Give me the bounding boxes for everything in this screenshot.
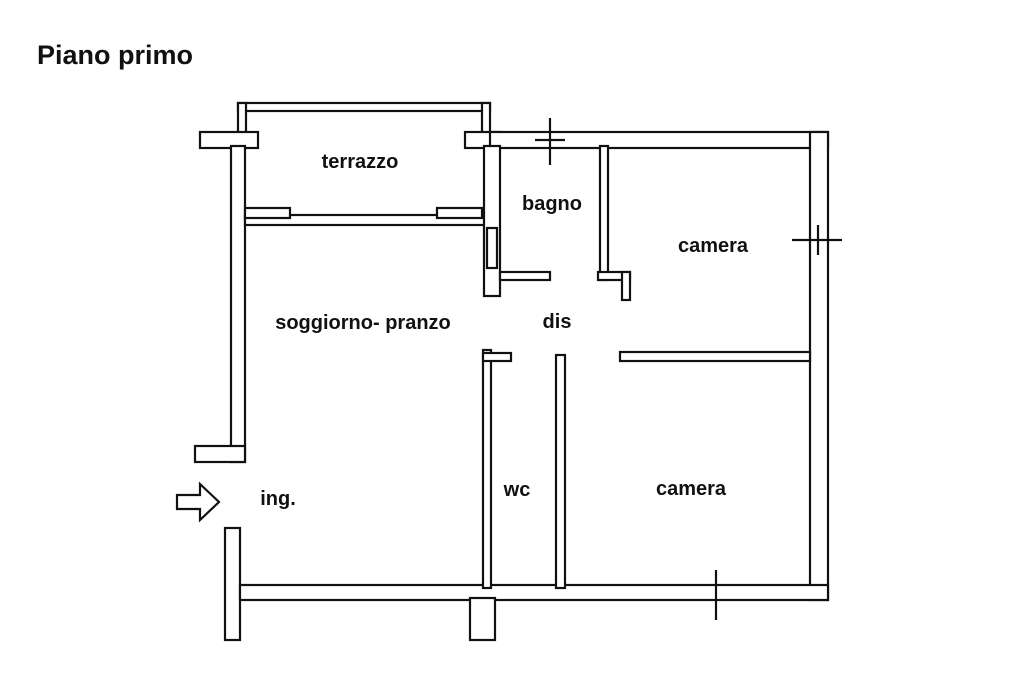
room-label-soggiorno: soggiorno- pranzo xyxy=(275,312,451,334)
wall-left-upper xyxy=(229,144,247,464)
wall-terrazzo-bump-r xyxy=(435,206,484,220)
wall-right xyxy=(808,130,830,602)
wall-bagno-stub-down xyxy=(620,270,632,302)
wall-wc-stub xyxy=(481,351,513,363)
section-marks xyxy=(535,118,842,620)
wall-bagno-stub-left xyxy=(498,270,552,282)
room-label-camera-2: camera xyxy=(656,478,727,500)
wall-bagno-right xyxy=(598,144,610,282)
plan-title: Piano primo xyxy=(37,40,194,70)
room-label-camera-1: camera xyxy=(678,235,749,257)
room-label-ingresso: ing. xyxy=(260,488,296,510)
wall-terrazzo-top xyxy=(236,101,492,113)
arrow-right-icon xyxy=(175,481,221,523)
wall-left-lower xyxy=(223,526,242,642)
wall-bagno-left xyxy=(482,144,502,298)
room-label-wc: wc xyxy=(503,479,531,501)
wall-terrazzo-bump-l xyxy=(243,206,292,220)
room-label-dis: dis xyxy=(543,311,572,333)
wall-left-stub xyxy=(193,444,247,464)
wall-camera-divider xyxy=(618,350,812,363)
room-label-bagno: bagno xyxy=(522,193,582,215)
room-label-terrazzo: terrazzo xyxy=(322,151,399,173)
wall-wc-left xyxy=(481,348,493,590)
wall-bagno-door-frame xyxy=(485,226,499,270)
wall-bottom-stub xyxy=(468,596,497,642)
walls xyxy=(193,101,830,642)
wall-wc-right xyxy=(554,353,567,590)
wall-bottom xyxy=(238,583,830,602)
wall-left-cap xyxy=(198,130,260,150)
